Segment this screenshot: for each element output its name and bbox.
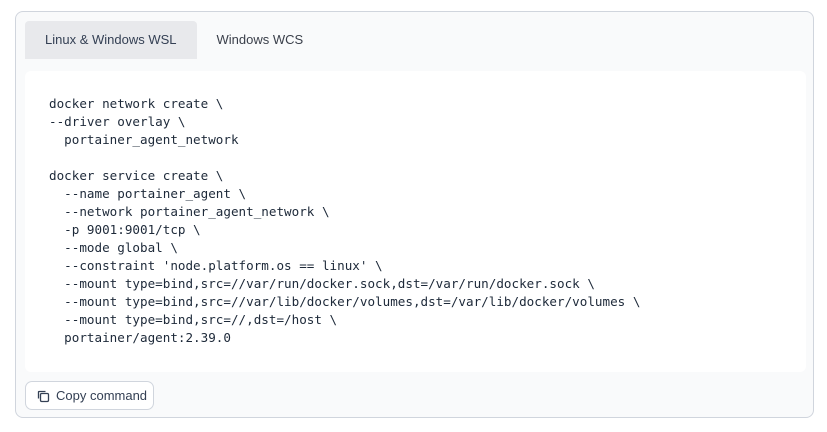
tab-windows-wcs[interactable]: Windows WCS bbox=[216, 32, 304, 47]
tab-list: Linux & Windows WSL Windows WCS bbox=[25, 21, 323, 59]
command-text: docker network create \ --driver overlay… bbox=[49, 96, 641, 345]
copy-command-label: Copy command bbox=[56, 388, 148, 403]
code-block: docker network create \ --driver overlay… bbox=[25, 71, 806, 372]
copy-icon bbox=[36, 389, 50, 403]
copy-command-button[interactable]: Copy command bbox=[25, 381, 154, 410]
tab-linux-windows-wsl[interactable]: Linux & Windows WSL bbox=[25, 21, 197, 59]
command-card: Linux & Windows WSL Windows WCS docker n… bbox=[15, 11, 814, 418]
